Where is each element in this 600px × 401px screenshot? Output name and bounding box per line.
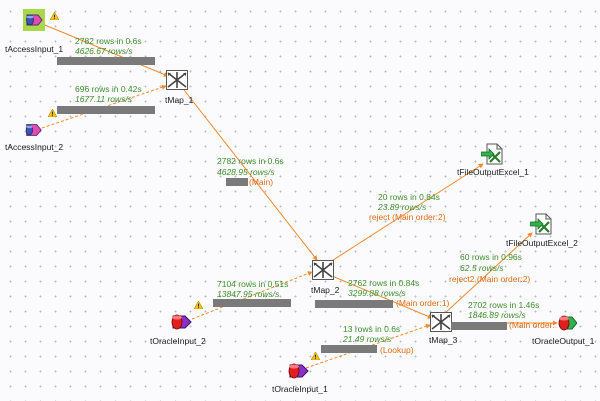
excel-output-2-label: tFileOutputExcel_2 — [506, 238, 578, 248]
flow-access1-tmap1[interactable] — [39, 22, 169, 77]
excel-output-1-label: tFileOutputExcel_1 — [457, 167, 529, 177]
flow-stat-rate: 21.49 rows/s — [343, 334, 392, 344]
flow-stat-rows: 2762 rows in 0.84s — [348, 278, 420, 288]
flow-connection-label: reject (Main order:2) — [369, 212, 446, 222]
flow-connection-label: (Main) — [249, 177, 274, 187]
tmap-icon — [430, 312, 452, 332]
excel-output-1-node[interactable] — [481, 143, 503, 165]
flow-stat-rows: 696 rows in 0.42s — [75, 84, 142, 94]
flow-tmap2-excel1[interactable] — [329, 163, 484, 263]
warning-icon — [48, 109, 57, 117]
access-db-icon — [23, 9, 45, 31]
access-db-icon — [25, 124, 42, 136]
flow-stat-rate: 1677.11 rows/s — [75, 94, 133, 104]
flow-stat-rate: 13847.95 rows/s — [217, 289, 280, 299]
flow-progress-bar — [57, 106, 155, 114]
oracle-output-1-node[interactable] — [557, 312, 577, 334]
warning-icon — [194, 301, 203, 309]
flow-progress-bar — [213, 299, 291, 307]
oracle-db-icon — [288, 363, 309, 379]
flow-tmap1-tmap2[interactable] — [183, 89, 318, 261]
warning-icon — [50, 12, 59, 20]
access-input-1-node[interactable] — [23, 9, 45, 31]
flow-progress-bar — [321, 345, 377, 353]
oracle-input-1-node[interactable] — [286, 360, 310, 382]
oracle-db-icon — [558, 315, 577, 331]
flow-connection-label: reject2 (Main order:2) — [449, 274, 531, 284]
warning-icon — [311, 352, 320, 360]
tmap-2-label: tMap_2 — [311, 285, 340, 295]
flow-progress-bar — [451, 322, 507, 330]
flow-progress-bar — [57, 57, 155, 65]
excel-output-2-node[interactable] — [530, 213, 552, 235]
flow-stat-rate: 3299.88 rows/s — [348, 288, 406, 298]
tmap-3-node[interactable] — [430, 312, 452, 332]
flow-stat-rows: 2702 rows in 1.46s — [468, 300, 540, 310]
tmap-1-label: tMap_1 — [165, 95, 194, 105]
oracle-input-1-label: tOracleInput_1 — [272, 384, 328, 394]
tmap-3-label: tMap_3 — [429, 335, 458, 345]
flow-progress-bar — [226, 178, 248, 186]
flow-stat-rate: 4626.67 rows/s — [75, 46, 133, 56]
flow-stat-rows: 13 rows in 0.6s — [343, 324, 401, 334]
oracle-output-1-label: tOracleOutput_1 — [532, 336, 595, 346]
flow-stat-rows: 60 rows in 0.96s — [460, 252, 522, 262]
flow-stat-rows: 7104 rows in 0.51s — [217, 279, 289, 289]
flow-stat-rate: 23.89 rows/s — [378, 202, 427, 212]
oracle-input-2-node[interactable] — [169, 311, 193, 333]
excel-output-icon — [481, 143, 503, 165]
oracle-db-icon — [171, 314, 192, 330]
flow-stat-rows: 2782 rows in 0.6s — [75, 36, 142, 46]
access-input-2-node[interactable] — [23, 120, 43, 140]
flow-connection-label: (Main order:1) — [396, 298, 450, 308]
oracle-input-2-label: tOracleInput_2 — [150, 336, 206, 346]
tmap-1-node[interactable] — [166, 70, 188, 90]
tmap-2-node[interactable] — [312, 260, 334, 280]
flow-connection-label: (Lookup) — [380, 345, 414, 355]
flow-connection-label: (Main order:1) — [509, 320, 556, 330]
flow-oracle2-tmap2[interactable] — [191, 271, 313, 320]
flow-tmap3-excel2[interactable] — [443, 232, 533, 315]
tmap-icon — [312, 260, 334, 280]
tmap-icon — [166, 70, 188, 90]
flow-stat-rate: 4628.95 rows/s — [217, 167, 275, 177]
access-input-2-label: tAccessInput_2 — [5, 142, 64, 152]
excel-output-icon — [530, 213, 552, 235]
flow-stat-rows: 20 rows in 0.84s — [378, 192, 440, 202]
flow-tmap2-tmap3[interactable] — [331, 275, 433, 319]
flow-stat-rate: 1846.89 rows/s — [468, 310, 526, 320]
flow-stat-rate: 62.5 rows/s — [460, 263, 504, 273]
access-input-1-label: tAccessInput_1 — [5, 44, 64, 54]
flow-progress-bar — [315, 300, 393, 308]
flow-stat-rows: 2782 rows in 0.6s — [217, 156, 284, 166]
